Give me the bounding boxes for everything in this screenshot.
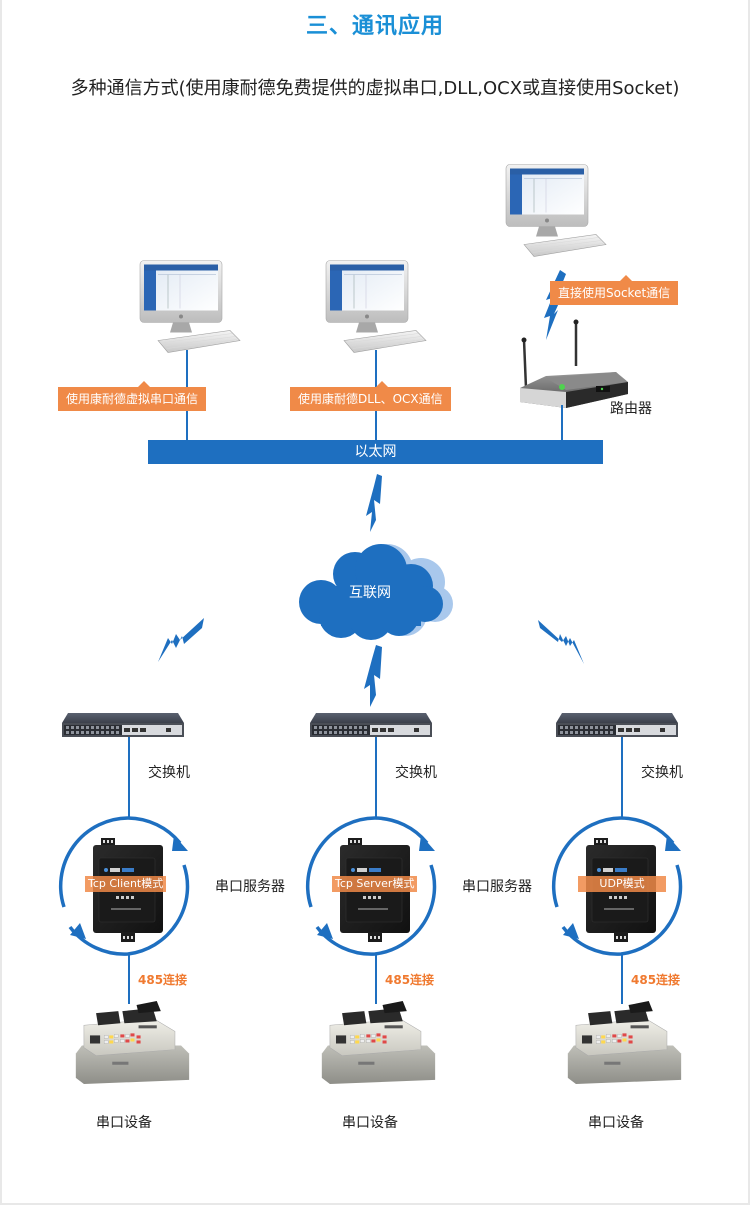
sync-cycle-icon [58, 816, 190, 956]
serial-device-label: 串口设备 [342, 1115, 398, 1131]
mode-label-udp: UDP模式 [578, 876, 666, 892]
computer-icon [139, 260, 241, 353]
sync-cycle-icon [551, 816, 683, 956]
wireless-bolt-icon [364, 645, 382, 707]
connector-line [621, 737, 623, 817]
connector-line [128, 954, 130, 1004]
wireless-bolt-icon [538, 620, 584, 664]
client-label-dll-ocx: 使用康耐德DLL、OCX通信 [290, 381, 451, 411]
computer-icon [325, 260, 427, 353]
wireless-bolt-icon [366, 474, 382, 532]
cash-register-icon [567, 1000, 682, 1085]
cloud-icon [299, 544, 453, 640]
serial-server-label: 串口服务器 [462, 879, 532, 895]
mode-label-tcp-client: Tcp Client模式 [85, 876, 167, 892]
sync-cycle-icon [305, 816, 437, 956]
switch-label: 交换机 [148, 765, 190, 781]
link-label-485: 485连接 [385, 973, 435, 987]
serial-device-label: 串口设备 [96, 1115, 152, 1131]
link-label-485: 485连接 [138, 973, 188, 987]
client-label-virtual-serial: 使用康耐德虚拟串口通信 [58, 381, 207, 411]
internet-label: 互联网 [349, 585, 391, 601]
mode-label-tcp-server: Tcp Server模式 [332, 876, 418, 892]
cash-register-icon [75, 1000, 190, 1085]
wireless-bolt-icon [158, 618, 204, 662]
page-title: 三、通讯应用 [305, 14, 444, 39]
serial-server-label: 串口服务器 [215, 879, 285, 895]
cash-register-icon [321, 1000, 436, 1085]
connector-line [375, 954, 377, 1004]
link-label-485: 485连接 [631, 973, 681, 987]
switch-icon [62, 713, 184, 737]
switch-icon [556, 713, 678, 737]
connector-line [375, 737, 377, 817]
page-subtitle: 多种通信方式(使用康耐德免费提供的虚拟串口,DLL,OCX或直接使用Socket… [70, 78, 680, 99]
serial-device-label: 串口设备 [588, 1115, 644, 1131]
connector-line [621, 954, 623, 1004]
computer-icon [505, 164, 607, 257]
router-icon [520, 319, 628, 408]
client-label-socket: 直接使用Socket通信 [550, 275, 679, 305]
router-label: 路由器 [610, 401, 652, 417]
connector-line [561, 405, 563, 440]
connector-line [128, 737, 130, 817]
ethernet-bar: 以太网 [148, 440, 603, 464]
switch-icon [310, 713, 432, 737]
switch-label: 交换机 [641, 765, 683, 781]
switch-label: 交换机 [395, 765, 437, 781]
